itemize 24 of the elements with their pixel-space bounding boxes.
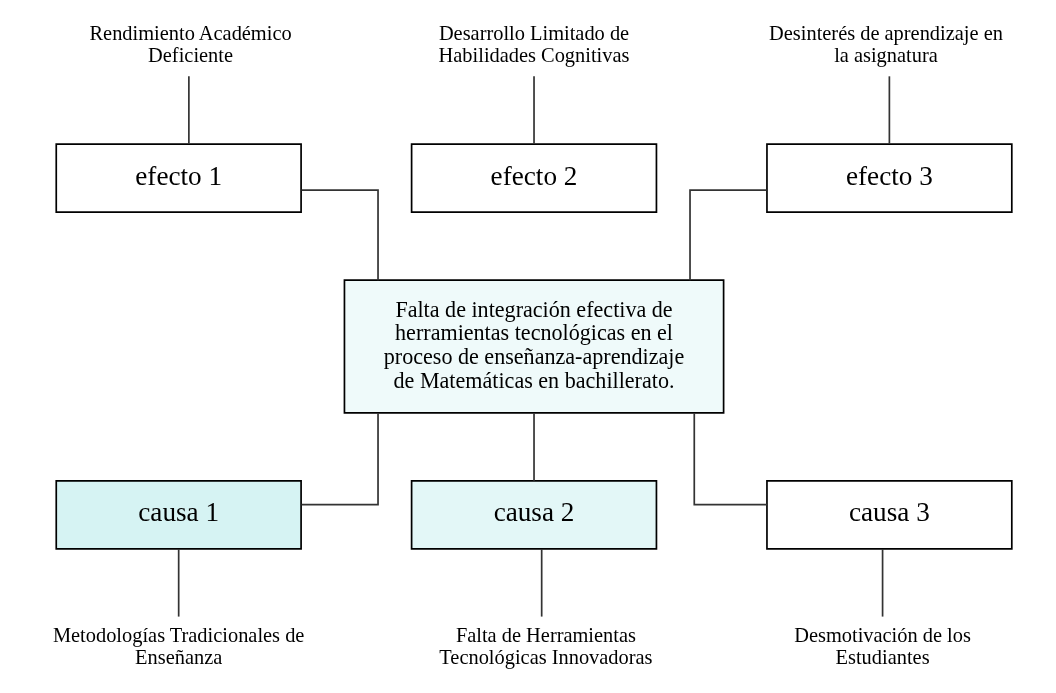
node-text: Desmotivación de los Estudiantes <box>793 623 971 668</box>
node-box: Falta de integración efectiva de herramientas tecnológicas en el proceso de enseñanza-aprendizaje de Matemáticas en bachillerato. <box>343 279 724 414</box>
node-box: causa 3 <box>765 479 1013 550</box>
connector <box>300 412 379 506</box>
connector <box>888 75 890 145</box>
connector <box>540 548 543 618</box>
connector <box>187 75 190 145</box>
connector <box>881 548 883 618</box>
node-box: efecto 2 <box>410 143 657 214</box>
connector <box>688 189 767 281</box>
node-box: causa 2 <box>410 479 657 550</box>
connector <box>177 548 179 618</box>
node-text: Desarrollo Limitado de Habilidades Cognitivas <box>438 21 629 66</box>
node-text: Falta de Herramientas Tecnológicas Innovadoras <box>438 623 653 668</box>
node-box: efecto 3 <box>765 143 1013 214</box>
node-text: Rendimiento Académico Deficiente <box>89 21 292 66</box>
node-box: efecto 1 <box>54 143 302 214</box>
connector <box>300 189 379 281</box>
connector <box>532 412 535 482</box>
node-box: causa 1 <box>54 479 302 550</box>
connector <box>692 412 768 506</box>
node-text: Metodologías Tradicionales de Enseñanza <box>52 623 304 668</box>
connector <box>532 75 535 145</box>
node-text: Desinterés de aprendizaje en la asignatura <box>768 21 1003 66</box>
